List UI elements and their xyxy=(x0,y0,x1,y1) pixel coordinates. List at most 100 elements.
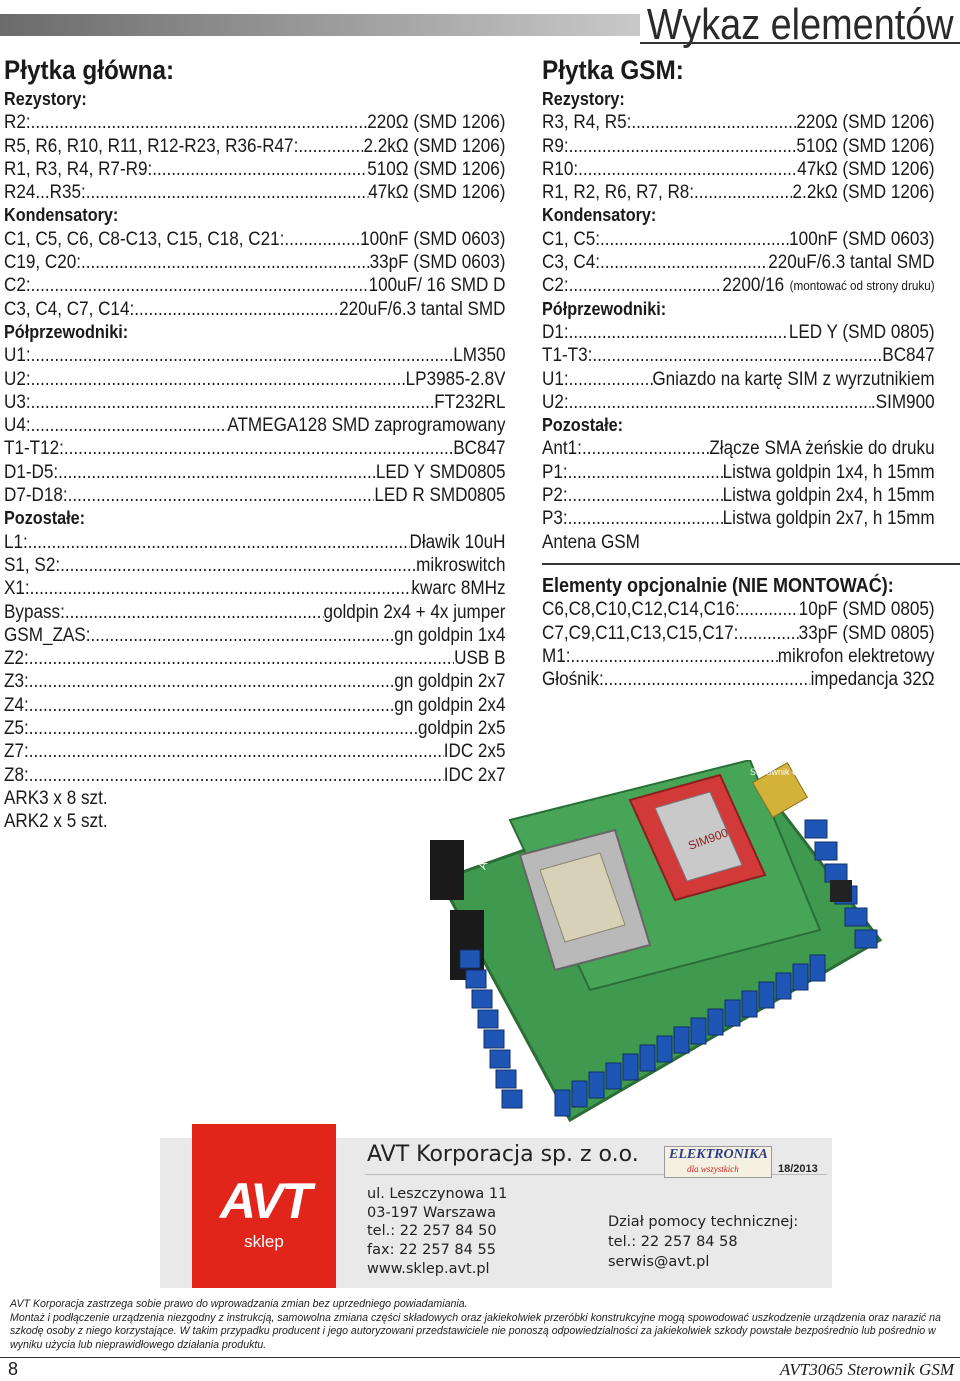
dot-leader xyxy=(68,484,375,507)
gsm-component-ref: P2: xyxy=(542,485,568,507)
address-www[interactable]: www.sklep.avt.pl xyxy=(367,1260,490,1277)
resistor-ref: R24...R35: xyxy=(4,182,86,204)
resistor-row: R24...R35:47kΩ (SMD 1206) xyxy=(4,181,505,204)
screw-terminal xyxy=(775,972,792,1000)
component-row: Z2:USB B xyxy=(4,647,505,670)
main-extra-2: ARK2 x 5 szt. xyxy=(4,811,108,833)
gsm-semiconductor-ref: T1-T3: xyxy=(542,345,593,367)
dot-leader xyxy=(31,391,435,414)
optional-value: 10pF (SMD 0805) xyxy=(798,599,935,621)
gsm-component-ref: Ant1: xyxy=(542,438,582,460)
component-ref: Z7: xyxy=(4,741,29,763)
screw-terminals xyxy=(459,819,878,1117)
gsm-semiconductor-row: T1-T3: BC847 xyxy=(542,344,935,367)
gsm-capacitors-label: Kondensatory: xyxy=(542,205,657,226)
semiconductor-value: ATMEGA128 SMD zaprogramowany xyxy=(227,415,506,437)
component-value: goldpin 2x5 xyxy=(418,718,506,740)
screw-terminal xyxy=(707,1008,724,1036)
optional-value: mikrofon elektretowy xyxy=(777,645,935,667)
company-name: AVT Korporacja sp. z o.o. xyxy=(367,1142,639,1167)
resistor-row: R5, R6, R10, R11, R12-R23, R36-R47:2.2kΩ… xyxy=(4,135,505,158)
dot-leader xyxy=(58,461,376,484)
dot-leader xyxy=(592,344,882,367)
gsm-resistor-row: R1, R2, R6, R7, R8:2.2kΩ (SMD 1206) xyxy=(542,181,935,204)
optional-ref: C6,C8,C10,C12,C14,C16: xyxy=(542,599,740,621)
dot-leader xyxy=(738,622,798,645)
dot-leader xyxy=(31,368,406,391)
dot-leader xyxy=(568,484,723,507)
magazine-name: ELEKTRONIKA xyxy=(669,1147,768,1162)
help-email[interactable]: serwis@avt.pl xyxy=(608,1254,710,1270)
screw-terminal xyxy=(605,1062,622,1090)
dot-leader xyxy=(31,414,228,437)
component-value: gn goldpin 2x7 xyxy=(394,671,506,693)
gsm-component-value: Złącze SMA żeńskie do druku xyxy=(709,438,935,460)
screw-terminal xyxy=(724,999,741,1027)
component-row: Z7: IDC 2x5 xyxy=(4,740,505,763)
push-button xyxy=(830,880,852,902)
capacitor-value: 100nF (SMD 0603) xyxy=(360,228,506,250)
resistor-row: R1, R3, R4, R7-R9:510Ω (SMD 1206) xyxy=(4,158,505,181)
page-title: Wykaz elementów xyxy=(647,0,954,49)
resistor-ref: R5, R6, R10, R11, R12-R23, R36-R47: xyxy=(4,135,299,157)
gsm-semiconductor-ref: U1: xyxy=(542,368,569,390)
gsm-other-label: Pozostałe: xyxy=(542,415,624,436)
component-value: IDC 2x5 xyxy=(443,741,506,763)
footer-rule xyxy=(0,1357,960,1358)
board-label: Sterownik GSM xyxy=(750,767,813,777)
dot-leader xyxy=(29,647,454,670)
resistor-ref: R2: xyxy=(4,112,31,134)
component-row: GSM_ZAS:gn goldpin 1x4 xyxy=(4,624,505,647)
gsm-component-row: P3:Listwa goldpin 2x7, h 15mm xyxy=(542,507,935,530)
component-value: gn goldpin 2x4 xyxy=(394,694,506,716)
magazine-subtitle: dla wszystkich xyxy=(687,1164,739,1174)
semiconductor-row: U4:ATMEGA128 SMD zaprogramowany xyxy=(4,414,505,437)
gsm-capacitor-row: C1, C5:100nF (SMD 0603) xyxy=(542,228,935,251)
gsm-semiconductor-value: BC847 xyxy=(882,345,935,367)
module-shield xyxy=(654,791,743,882)
gsm-component-value: Listwa goldpin 1x4, h 15mm xyxy=(722,461,935,483)
dot-leader xyxy=(569,135,797,158)
screw-terminal xyxy=(854,929,878,949)
main-extra-1: ARK3 x 8 szt. xyxy=(4,787,108,809)
gsm-capacitor-ref: C2: xyxy=(542,275,569,297)
capacitor-ref: C19, C20: xyxy=(4,252,81,274)
dot-leader xyxy=(31,111,368,134)
dot-leader xyxy=(29,717,418,740)
screw-terminal xyxy=(690,1017,707,1045)
dot-leader xyxy=(568,461,723,484)
optional-value: 33pF (SMD 0805) xyxy=(798,622,935,644)
component-row: Bypass:goldpin 2x4 + 4x jumper xyxy=(4,601,505,624)
dot-leader xyxy=(134,298,339,321)
dot-leader xyxy=(65,601,324,624)
component-ref: Z3: xyxy=(4,671,29,693)
screw-terminal xyxy=(639,1044,656,1072)
screw-terminal xyxy=(804,819,828,839)
component-ref: Bypass: xyxy=(4,601,65,623)
gsm-semiconductor-ref: D1: xyxy=(542,321,569,343)
component-ref: Z4: xyxy=(4,694,29,716)
gsm-board-list: Płytka GSM: Rezystory: R3, R4, R5:220Ω (… xyxy=(542,52,935,554)
dot-leader xyxy=(578,158,797,181)
pcb-photo: SIM900 Sterownik GSM AVT 3065/2 xyxy=(430,760,883,1123)
optional-title: Elementy opcjonalnie (NIE MONTOWAĆ): xyxy=(542,575,894,597)
semiconductor-ref: D1-D5: xyxy=(4,461,59,483)
gsm-capacitor-row: C3, C4:220uF/6.3 tantal SMD xyxy=(542,251,935,274)
dot-leader xyxy=(569,274,723,297)
optional-row: C6,C8,C10,C12,C14,C16: 10pF (SMD 0805) xyxy=(542,598,935,621)
screw-terminal xyxy=(571,1080,588,1108)
gsm-component-ref: P1: xyxy=(542,461,568,483)
magazine-issue: 18/2013 xyxy=(778,1163,818,1175)
capacitor-row: C2:100uF/ 16 SMD D xyxy=(4,274,505,297)
screw-terminal xyxy=(758,981,775,1009)
screw-terminal xyxy=(477,1009,499,1029)
main-board-list: Płytka główna: Rezystory: R2:220Ω (SMD 1… xyxy=(4,52,506,834)
component-value: Dławik 10uH xyxy=(409,531,506,553)
dot-leader xyxy=(29,740,444,763)
dot-leader xyxy=(28,531,410,554)
semiconductor-row: U2:LP3985-2.8V xyxy=(4,368,505,391)
dot-leader xyxy=(569,391,871,414)
semiconductor-ref: U2: xyxy=(4,368,31,390)
screw-terminal xyxy=(465,969,487,989)
gsm-semiconductor-ref: U2: xyxy=(542,391,569,413)
